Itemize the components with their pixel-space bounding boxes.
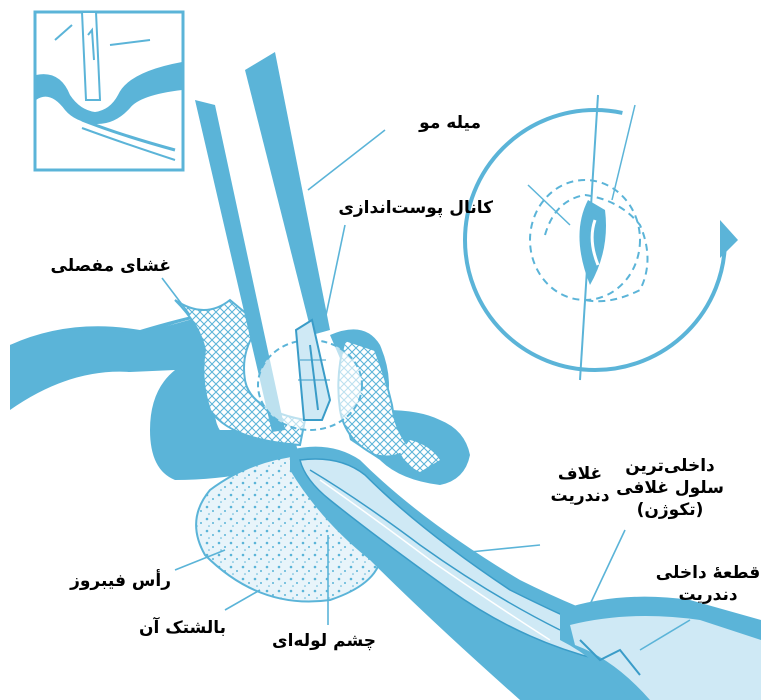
inset-detail [35,12,183,170]
label-hair-shaft: میله مو [419,112,481,134]
label-cushion: بالشتک آن [139,617,226,639]
leader-articular-membrane [162,278,190,315]
label-innermost-cell: داخلی‌ترین سلول غلافی (تکوژن) [610,455,730,521]
label-innermost-cell-line3: (تکوژن) [610,499,730,521]
leader-cushion [225,590,260,610]
label-cuticle-canal: کانال پوست‌اندازی [338,197,493,219]
leader-hair-shaft [308,130,385,190]
leader-dendrite-sheath [470,545,540,552]
label-articular-membrane: غشای مفصلی [51,255,171,277]
label-fibrous-tip: رأس فیبروز [70,570,171,592]
label-inner-segment-line1: قطعهٔ داخلی [655,562,761,584]
label-innermost-cell-line1: داخلی‌ترین [610,455,730,477]
label-inner-segment: قطعهٔ داخلی دندریت [655,562,761,606]
cuticle-section [10,300,470,485]
label-inner-segment-line2: دندریت [655,584,761,606]
leader-cuticle-canal [325,225,345,320]
label-tubular-body: چشم لوله‌ای [272,630,376,652]
section-circle [465,95,738,380]
label-innermost-cell-line2: سلول غلافی [610,477,730,499]
